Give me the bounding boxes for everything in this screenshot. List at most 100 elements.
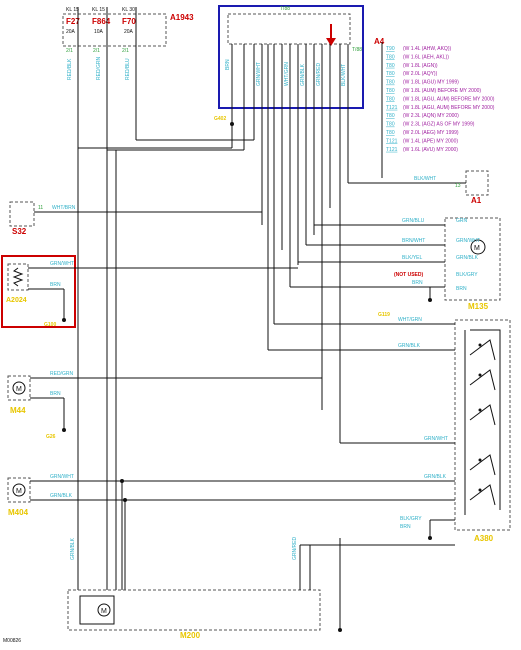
footer-code: M00826 [3,638,21,644]
m404-label: M404 [8,508,29,517]
fuse-1-name: F27 [66,17,80,26]
variant-description: (W 2.0L (AEG) MY 1999) [403,130,459,136]
svg-text:BLK/YEL: BLK/YEL [402,255,423,261]
fuse-box-a1943[interactable]: KL 15 F27 20A KL 15 F864 10A KL 30 F70 2… [62,7,194,54]
fuse-3-pin: 2/1 [122,48,129,54]
motor-icon: M [474,245,480,252]
variant-description: (W 1.4L (AHW, AKQ)) [403,46,451,52]
variant-code: T80 [386,54,395,60]
svg-text:BRN: BRN [456,286,467,292]
svg-text:G100: G100 [44,322,56,328]
svg-text:GRN/RED: GRN/RED [316,63,322,86]
variant-code: T80 [386,88,395,94]
svg-text:GRN/BLK: GRN/BLK [300,63,306,86]
component-m44[interactable]: M M44 RED/GRN BRN G26 [7,371,323,440]
variant-code: T80 [386,80,395,86]
fuse-1-rating: 20A [66,29,76,35]
fuse-feed-wires: RED/BLK RED/GRN RED/BLU [67,46,254,590]
m44-label: M44 [10,406,26,415]
svg-text:GRN/WHT: GRN/WHT [424,436,448,442]
component-m135[interactable]: M M135 GRN/BLU BRN/WHT BLK/YEL (NOT USED… [290,217,501,318]
variant-description: (W 1.4L (APE) MY 2000) [403,138,458,144]
variant-description: (W 2.3L (AGZ) AS OF MY 1999) [403,122,475,128]
svg-text:11: 11 [38,205,43,211]
svg-text:M: M [16,386,22,393]
variant-description: (W 1.8L (AUM) BEFORE MY 2000) [403,88,481,94]
svg-text:M: M [101,608,107,615]
fuse-box-id: A1943 [170,13,194,22]
variant-code: T121 [386,147,398,153]
svg-text:BLK/GRY: BLK/GRY [456,272,478,278]
svg-text:GRN/BLK: GRN/BLK [398,343,421,349]
variant-description: (W 1.8L (AGU) MY 1999) [403,80,459,86]
svg-text:BRN: BRN [225,59,231,70]
svg-text:GRN/BLU: GRN/BLU [402,218,425,224]
svg-text:BRN: BRN [50,282,61,288]
svg-text:G402: G402 [214,116,226,122]
variant-code: T90 [386,46,395,52]
variant-description: (W 1.6L (AVU) MY 2000) [403,147,458,153]
fuse-2-supply: KL 15 [92,7,105,13]
component-a380[interactable]: A380 WHT/GRN GRN/BLK GRN/WHT GRN/BLK BLK… [268,317,511,543]
svg-text:GRN/WHT: GRN/WHT [50,261,74,267]
fuse-2-name: F864 [92,17,111,26]
svg-text:BRN: BRN [412,280,423,286]
svg-text:GRN/RED: GRN/RED [292,537,298,560]
variant-description: (W 1.8L (AGU, AUM) BEFORE MY 2000) [403,96,495,102]
wire-label-f27: RED/BLK [67,58,73,80]
svg-text:GRN/WHT: GRN/WHT [456,238,480,244]
variant-code: T80 [386,122,395,128]
svg-text:GRN/BLK: GRN/BLK [50,493,73,499]
svg-text:GRN/BLK: GRN/BLK [456,255,479,261]
svg-text:BRN: BRN [50,391,61,397]
svg-text:WHT/GRN: WHT/GRN [284,62,290,86]
svg-text:WHT/GRN: WHT/GRN [398,317,422,323]
ecu-id: A4 [374,37,385,46]
svg-text:BRN: BRN [400,524,411,530]
s32-wire-label: WHT/BRN [52,205,76,211]
variant-code: T80 [386,113,395,119]
fuse-3-name: F70 [122,17,136,26]
svg-text:M: M [16,488,22,495]
variant-list: T90 (W 1.4L (AHW, AKQ)) T80 (W 1.6L (AEH, A… [386,46,495,153]
fuse-2-pin: 2/1 [93,48,100,54]
svg-text:G119: G119 [378,312,390,318]
variant-code: T80 [386,63,395,69]
variant-code: T80 [386,71,395,77]
variant-description: (W 1.6L (AEH, AKL)) [403,54,449,60]
component-m404[interactable]: M M404 GRN/WHT GRN/BLK [7,474,455,590]
svg-text:GRN/BLK: GRN/BLK [70,537,76,560]
ecu-ground-symbol: G402 [214,104,234,126]
wire-label-f864: RED/GRN [96,57,102,80]
variant-code: T121 [386,105,398,111]
s32-label: S32 [12,227,27,236]
svg-text:BRN/WHT: BRN/WHT [402,238,425,244]
component-a2024[interactable]: A2024 GRN/WHT BRN G100 [1,255,298,328]
svg-text:GRN: GRN [456,218,468,224]
svg-text:GRN/WHT: GRN/WHT [50,474,74,480]
fuse-1-supply: KL 15 [66,7,79,13]
variant-description: (W 2.3L (AQN) MY 2000) [403,113,459,119]
m135-label: M135 [468,302,489,311]
m200-label: M200 [180,631,201,640]
fuse-1-pin: 2/1 [66,48,73,54]
svg-text:GRN/BLK: GRN/BLK [424,474,447,480]
component-m200[interactable]: M M200 GRN/BLK GRN/RED [67,537,455,640]
ecu-a4[interactable]: T/88 A4 T/88 BRN GRN/WHT WHT/GRN GRN/BLK [218,5,385,443]
svg-text:RED/GRN: RED/GRN [50,371,73,377]
fuse-3-rating: 20A [124,29,134,35]
component-a1[interactable]: A1 BLK/WHT 13 [348,170,489,205]
ecu-side-label: T/88 [352,47,362,53]
fuse-2-rating: 10A [94,29,104,35]
svg-text:BLK/WHT: BLK/WHT [341,64,347,86]
component-s32[interactable]: S32 WHT/BRN 11 [9,201,263,236]
wire-label-f70: RED/BLU [125,58,131,80]
svg-text:G26: G26 [46,434,56,440]
not-used-label: (NOT USED) [394,272,424,278]
svg-text:BLK/GRY: BLK/GRY [400,516,422,522]
ecu-connector-label: T/88 [280,6,290,12]
a1-label: A1 [471,196,482,205]
svg-text:GRN/WHT: GRN/WHT [256,62,262,86]
a2024-label: A2024 [6,297,27,304]
